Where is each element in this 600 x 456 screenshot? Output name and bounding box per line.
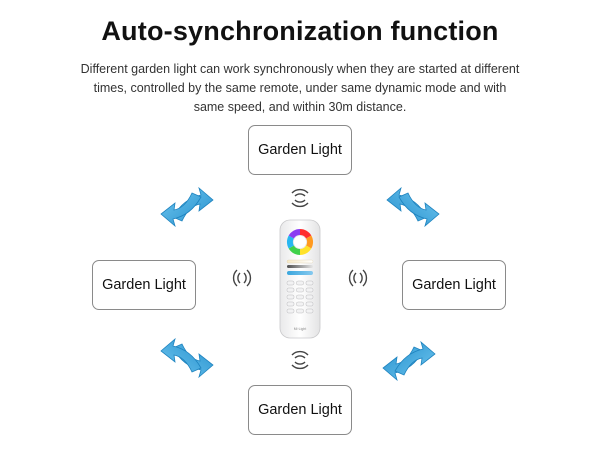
sync-arrow-top-right-icon [386, 187, 440, 227]
sync-arrow-bottom-right-icon [382, 341, 436, 381]
remote-button-grid [286, 280, 314, 314]
sync-arrow-top-left-icon [160, 187, 214, 227]
sync-arrow-bottom-left-icon [160, 338, 214, 378]
page-title: Auto-synchronization function [101, 16, 499, 46]
color-wheel-icon [286, 228, 314, 256]
signal-top-icon [291, 188, 309, 208]
signal-bottom-icon [291, 350, 309, 370]
signal-left-icon [232, 269, 252, 287]
garden-light-left: Garden Light [92, 260, 196, 310]
garden-light-bottom: Garden Light [248, 385, 352, 435]
signal-right-icon [348, 269, 368, 287]
remote-brand: Mi·Light [294, 327, 306, 331]
garden-light-top: Garden Light [248, 125, 352, 175]
remote-control: Mi·Light [279, 219, 321, 339]
garden-light-right: Garden Light [402, 260, 506, 310]
description: Different garden light can work synchron… [80, 62, 520, 114]
